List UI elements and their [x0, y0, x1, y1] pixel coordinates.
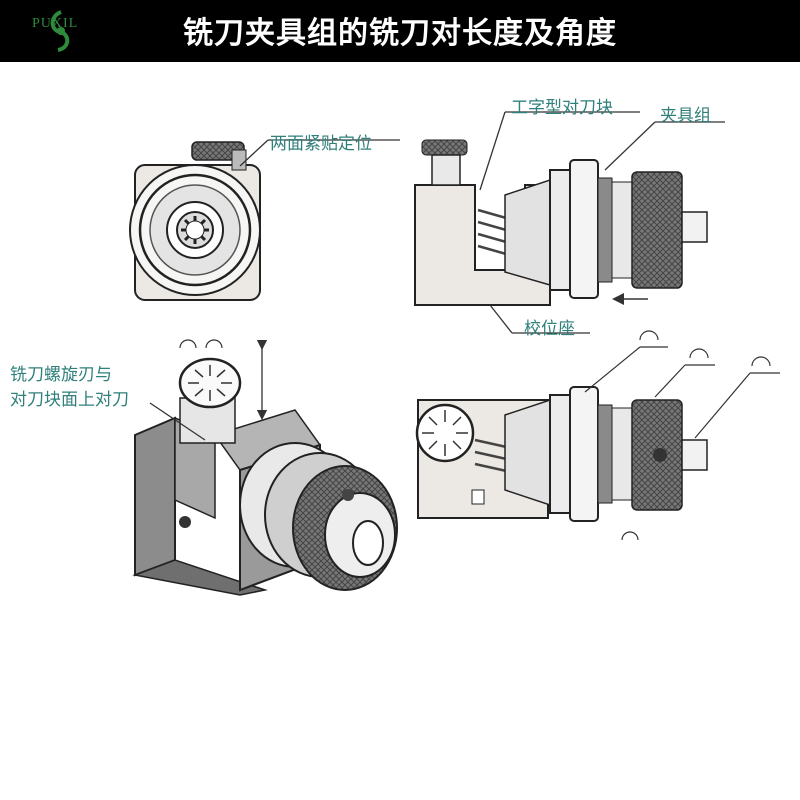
rotation-arc-icon — [621, 330, 771, 541]
leader-line — [149, 402, 206, 441]
label-fixture-group: 夹具组 — [660, 106, 711, 126]
label-helix-line1: 铣刀螺旋刃与 — [10, 365, 112, 385]
title-bar: PUXIL 铣刀夹具组的铣刀对长度及角度 — [0, 0, 800, 62]
page-title: 铣刀夹具组的铣刀对长度及角度 — [183, 16, 617, 51]
front-view — [129, 141, 261, 301]
leader-line — [239, 139, 269, 167]
label-locator-base: 校位座 — [524, 319, 575, 339]
rotation-arc-icon — [179, 339, 223, 349]
logo-swirl-icon — [50, 10, 70, 52]
isometric-view — [132, 357, 398, 596]
label-two-faces: 两面紧贴定位 — [270, 134, 372, 154]
leader-line — [489, 304, 513, 334]
logo-text: PUXIL — [32, 16, 79, 31]
side-view — [414, 139, 708, 306]
leader-line — [479, 111, 506, 191]
side-view-dial — [415, 386, 708, 522]
label-helix-line2: 对刀块面上对刀 — [10, 390, 129, 410]
leader-line — [604, 121, 656, 171]
label-i-block: 工字型对刀块 — [511, 98, 613, 118]
